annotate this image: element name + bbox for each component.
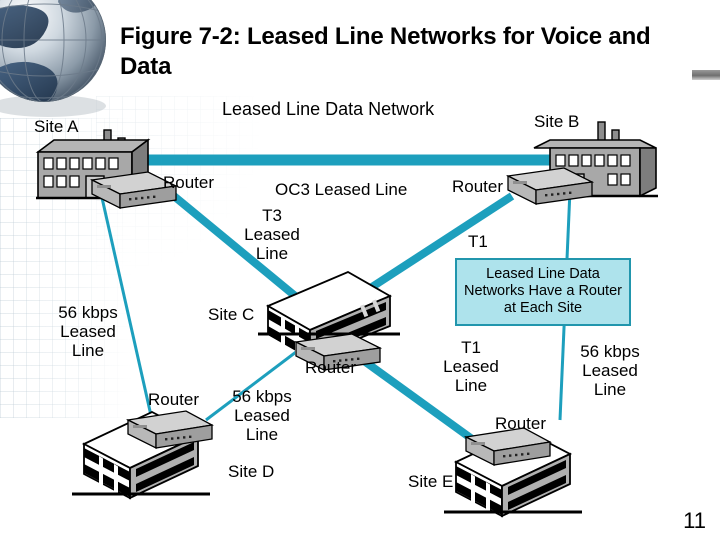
label-router-b: Router <box>452 177 504 196</box>
label-router-d: Router <box>148 390 200 409</box>
page-number: 11 <box>683 508 706 533</box>
label-site-b: Site B <box>534 112 580 131</box>
label-link-56k-mid: 56 kbps Leased Line <box>232 387 292 445</box>
router-d <box>125 410 214 450</box>
router-e <box>463 427 552 467</box>
link-a-d <box>96 179 154 421</box>
label-link-t1-leased: T1 Leased Line <box>443 338 499 396</box>
label-router-a: Router <box>163 173 215 192</box>
label-site-c: Site C <box>208 305 255 324</box>
router-a <box>89 171 179 210</box>
right-edge-bar <box>692 70 720 80</box>
router-b <box>505 167 595 206</box>
link-c-d <box>205 350 297 422</box>
label-site-e: Site E <box>408 472 454 491</box>
label-site-a: Site A <box>34 117 79 136</box>
page-title: Figure 7-2: Leased Line Networks for Voi… <box>120 23 651 80</box>
label-link-56k-right: 56 kbps Leased Line <box>580 342 640 400</box>
label-router-c: Router <box>305 358 357 377</box>
link-b-c <box>349 192 515 304</box>
label-link-t1: T1 <box>468 232 488 251</box>
label-link-56k-left: 56 kbps Leased Line <box>58 303 118 361</box>
diagram-title: Leased Line Data Network <box>222 99 435 119</box>
label-site-d: Site D <box>228 462 275 481</box>
router-c <box>293 333 383 372</box>
label-link-oc3: OC3 Leased Line <box>275 180 408 199</box>
callout-box: Leased Line Data Networks Have a Router … <box>455 258 631 327</box>
link-a-c <box>149 174 303 304</box>
globe-icon <box>0 0 106 117</box>
label-router-e: Router <box>495 414 547 433</box>
label-link-t3: T3 Leased Line <box>244 206 300 264</box>
